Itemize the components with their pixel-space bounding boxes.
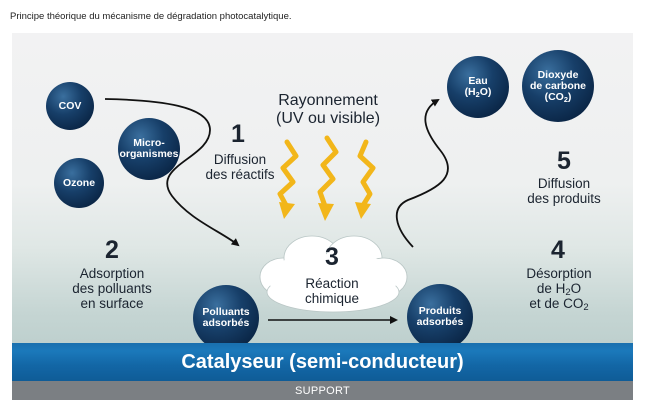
pollutants-line2: adsorbés xyxy=(202,317,250,329)
catalyst-bar: Catalyseur (semi-conducteur) xyxy=(12,343,633,381)
radiation-rays xyxy=(277,135,376,212)
step-4-line2a: de H xyxy=(536,281,566,296)
step-4-line2b: O xyxy=(570,281,582,296)
microorganisms-label: Micro-organismes xyxy=(118,118,180,180)
water-line2-sub: 2 xyxy=(475,90,480,99)
water-line2a: (H xyxy=(464,86,476,98)
pollutants-line1: Polluants xyxy=(202,306,250,318)
cov-molecule xyxy=(46,82,94,130)
step-3-number: 3 xyxy=(325,243,339,271)
step-3-line1: Réaction xyxy=(305,276,359,291)
co2-line3-sub: 2 xyxy=(563,94,568,104)
step-4-text: Désorption de H2O et de CO2 xyxy=(516,266,602,313)
step-2-line3: en surface xyxy=(80,296,144,311)
step-4-line2-sub: 2 xyxy=(565,287,571,298)
ozone-label: Ozone xyxy=(62,176,96,189)
step-3-text: Réaction chimique xyxy=(290,276,374,306)
step-1-line1: Diffusion xyxy=(213,152,267,167)
step-5-line1: Diffusion xyxy=(537,176,591,191)
ozone-molecule xyxy=(54,158,104,208)
microorganisms-line2: organismes xyxy=(119,148,179,160)
co2-molecule xyxy=(522,50,594,122)
step-2-line1: Adsorption xyxy=(79,266,145,281)
products-line2: adsorbés xyxy=(416,316,464,328)
figure-caption: Principe théorique du mécanisme de dégra… xyxy=(10,11,292,22)
water-line2b: O) xyxy=(479,86,492,98)
cov-label: COV xyxy=(58,99,82,112)
co2-line2: de carbone xyxy=(529,79,587,92)
step-4-line1: Désorption xyxy=(526,266,592,281)
products-line1: Produits xyxy=(418,305,462,317)
adsorbed-products-molecule xyxy=(407,284,473,350)
step-4-line3a: et de CO xyxy=(529,296,584,311)
co2-line1: Dioxyde xyxy=(537,68,579,81)
water-label: Eau(H2O) xyxy=(447,56,509,118)
product-diffusion-arrow xyxy=(395,98,449,248)
step-4-line3-sub: 2 xyxy=(583,302,589,313)
water-molecule xyxy=(447,56,509,118)
reactant-diffusion-arrow xyxy=(104,98,240,247)
adsorbed-pollutants-molecule xyxy=(193,285,259,351)
step-3-line2: chimique xyxy=(304,291,360,306)
step-4-number: 4 xyxy=(551,236,565,264)
step-5-number: 5 xyxy=(557,147,571,175)
step-5-line2: des produits xyxy=(527,191,601,206)
step-1-number: 1 xyxy=(231,120,245,148)
microorganisms-molecule xyxy=(118,118,180,180)
step-2-text: Adsorption des polluants en surface xyxy=(62,266,162,311)
step-5-text: Diffusion des produits xyxy=(518,176,610,206)
water-line1: Eau xyxy=(468,75,488,87)
radiation-line2: (UV ou visible) xyxy=(275,110,381,127)
co2-line3a: (CO xyxy=(544,90,564,103)
step-2-line2: des polluants xyxy=(72,281,152,296)
radiation-line1: Rayonnement xyxy=(278,92,378,109)
step-1-line2: des réactifs xyxy=(205,167,275,182)
support-bar: SUPPORT xyxy=(12,381,633,400)
co2-line3b: ) xyxy=(567,90,572,103)
step-1-text: Diffusion des réactifs xyxy=(198,152,282,182)
step-2-number: 2 xyxy=(105,236,119,264)
microorganisms-line1: Micro- xyxy=(133,137,165,149)
radiation-label: Rayonnement (UV ou visible) xyxy=(258,92,398,128)
